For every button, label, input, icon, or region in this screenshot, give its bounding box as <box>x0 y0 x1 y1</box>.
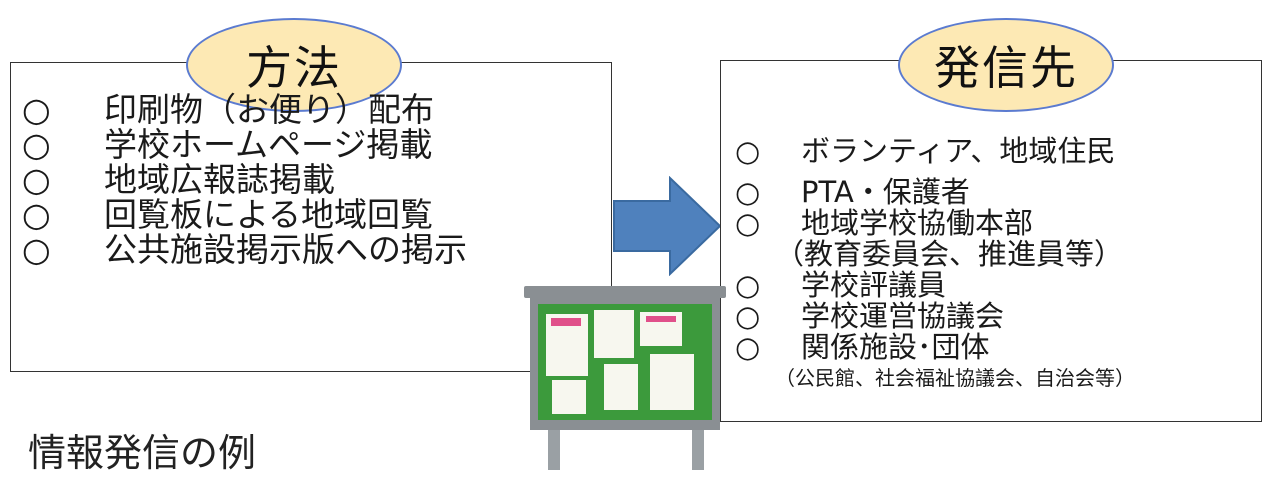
board-roof <box>524 286 726 298</box>
poster <box>594 310 634 358</box>
footer-title: 情報発信の例 <box>28 431 257 475</box>
circle-bullet: ○ <box>22 230 51 269</box>
list-item: ○ 学校運営協議会 <box>735 301 1135 332</box>
list-item: ○ PTA・保護者 <box>735 177 1135 208</box>
circle-bullet: ○ <box>22 125 51 164</box>
recipients-title-pill: 発信先 <box>898 18 1114 112</box>
methods-title: 方法 <box>246 41 342 95</box>
item-text: 公共施設掲示版への掲示 <box>104 230 467 269</box>
item-text: 印刷物（お便り）配布 <box>104 90 434 129</box>
item-text: ボランティア、地域住民 <box>801 134 1116 168</box>
circle-bullet: ○ <box>22 195 51 234</box>
right-arrow-icon <box>613 176 722 276</box>
item-text: 学校ホームページ掲載 <box>104 125 433 164</box>
list-item: ○ 関係施設･団体（公民館、社会福祉協議会、自治会等） <box>735 332 1135 393</box>
list-item: ○ ボランティア、地域住民 <box>735 136 1135 167</box>
recipients-box <box>720 60 1262 422</box>
circle-bullet: ○ <box>735 299 761 333</box>
item-text: 地域広報誌掲載 <box>104 160 335 199</box>
board-leg-right <box>692 424 704 470</box>
bulletin-board-illustration <box>524 286 726 470</box>
circle-bullet: ○ <box>735 206 761 240</box>
item-text: 地域学校協働本部 <box>801 206 1034 240</box>
circle-bullet: ○ <box>735 175 761 209</box>
recipients-list: ○ ボランティア、地域住民 ○ PTA・保護者 ○ 地域学校協働本部（教育委員会、推進… <box>735 136 1135 393</box>
circle-bullet: ○ <box>735 268 761 302</box>
item-subtext: （教育委員会、推進員等） <box>775 237 1124 271</box>
poster <box>552 380 586 414</box>
methods-title-pill: 方法 <box>186 18 402 112</box>
recipients-title: 発信先 <box>934 41 1078 95</box>
item-text: PTA・保護者 <box>801 175 970 209</box>
item-text: 学校評議員 <box>801 268 947 302</box>
circle-bullet: ○ <box>22 90 51 129</box>
list-item: ○ 学校評議員 <box>735 270 1135 301</box>
item-text: 回覧板による地域回覧 <box>104 195 434 234</box>
list-item: ○ 地域学校協働本部（教育委員会、推進員等） <box>735 208 1135 270</box>
board-leg-left <box>548 424 560 470</box>
circle-bullet: ○ <box>735 134 761 168</box>
list-item: ○ 公共施設掲示版への掲示 <box>22 232 467 267</box>
item-text: 関係施設･団体 <box>801 330 990 364</box>
list-item: ○ 地域広報誌掲載 <box>22 162 467 197</box>
list-item: ○ 回覧板による地域回覧 <box>22 197 467 232</box>
circle-bullet: ○ <box>735 330 761 364</box>
item-subtext: （公民館、社会福祉協議会、自治会等） <box>775 366 1135 390</box>
circle-bullet: ○ <box>22 160 51 199</box>
poster <box>604 364 638 410</box>
methods-box <box>10 62 612 372</box>
methods-list: ○ 印刷物（お便り）配布 ○ 学校ホームページ掲載 ○ 地域広報誌掲載 ○ 回覧板による… <box>22 92 467 267</box>
item-text: 学校運営協議会 <box>801 299 1005 333</box>
list-item: ○ 学校ホームページ掲載 <box>22 127 467 162</box>
list-item: ○ 印刷物（お便り）配布 <box>22 92 467 127</box>
poster <box>650 354 694 410</box>
